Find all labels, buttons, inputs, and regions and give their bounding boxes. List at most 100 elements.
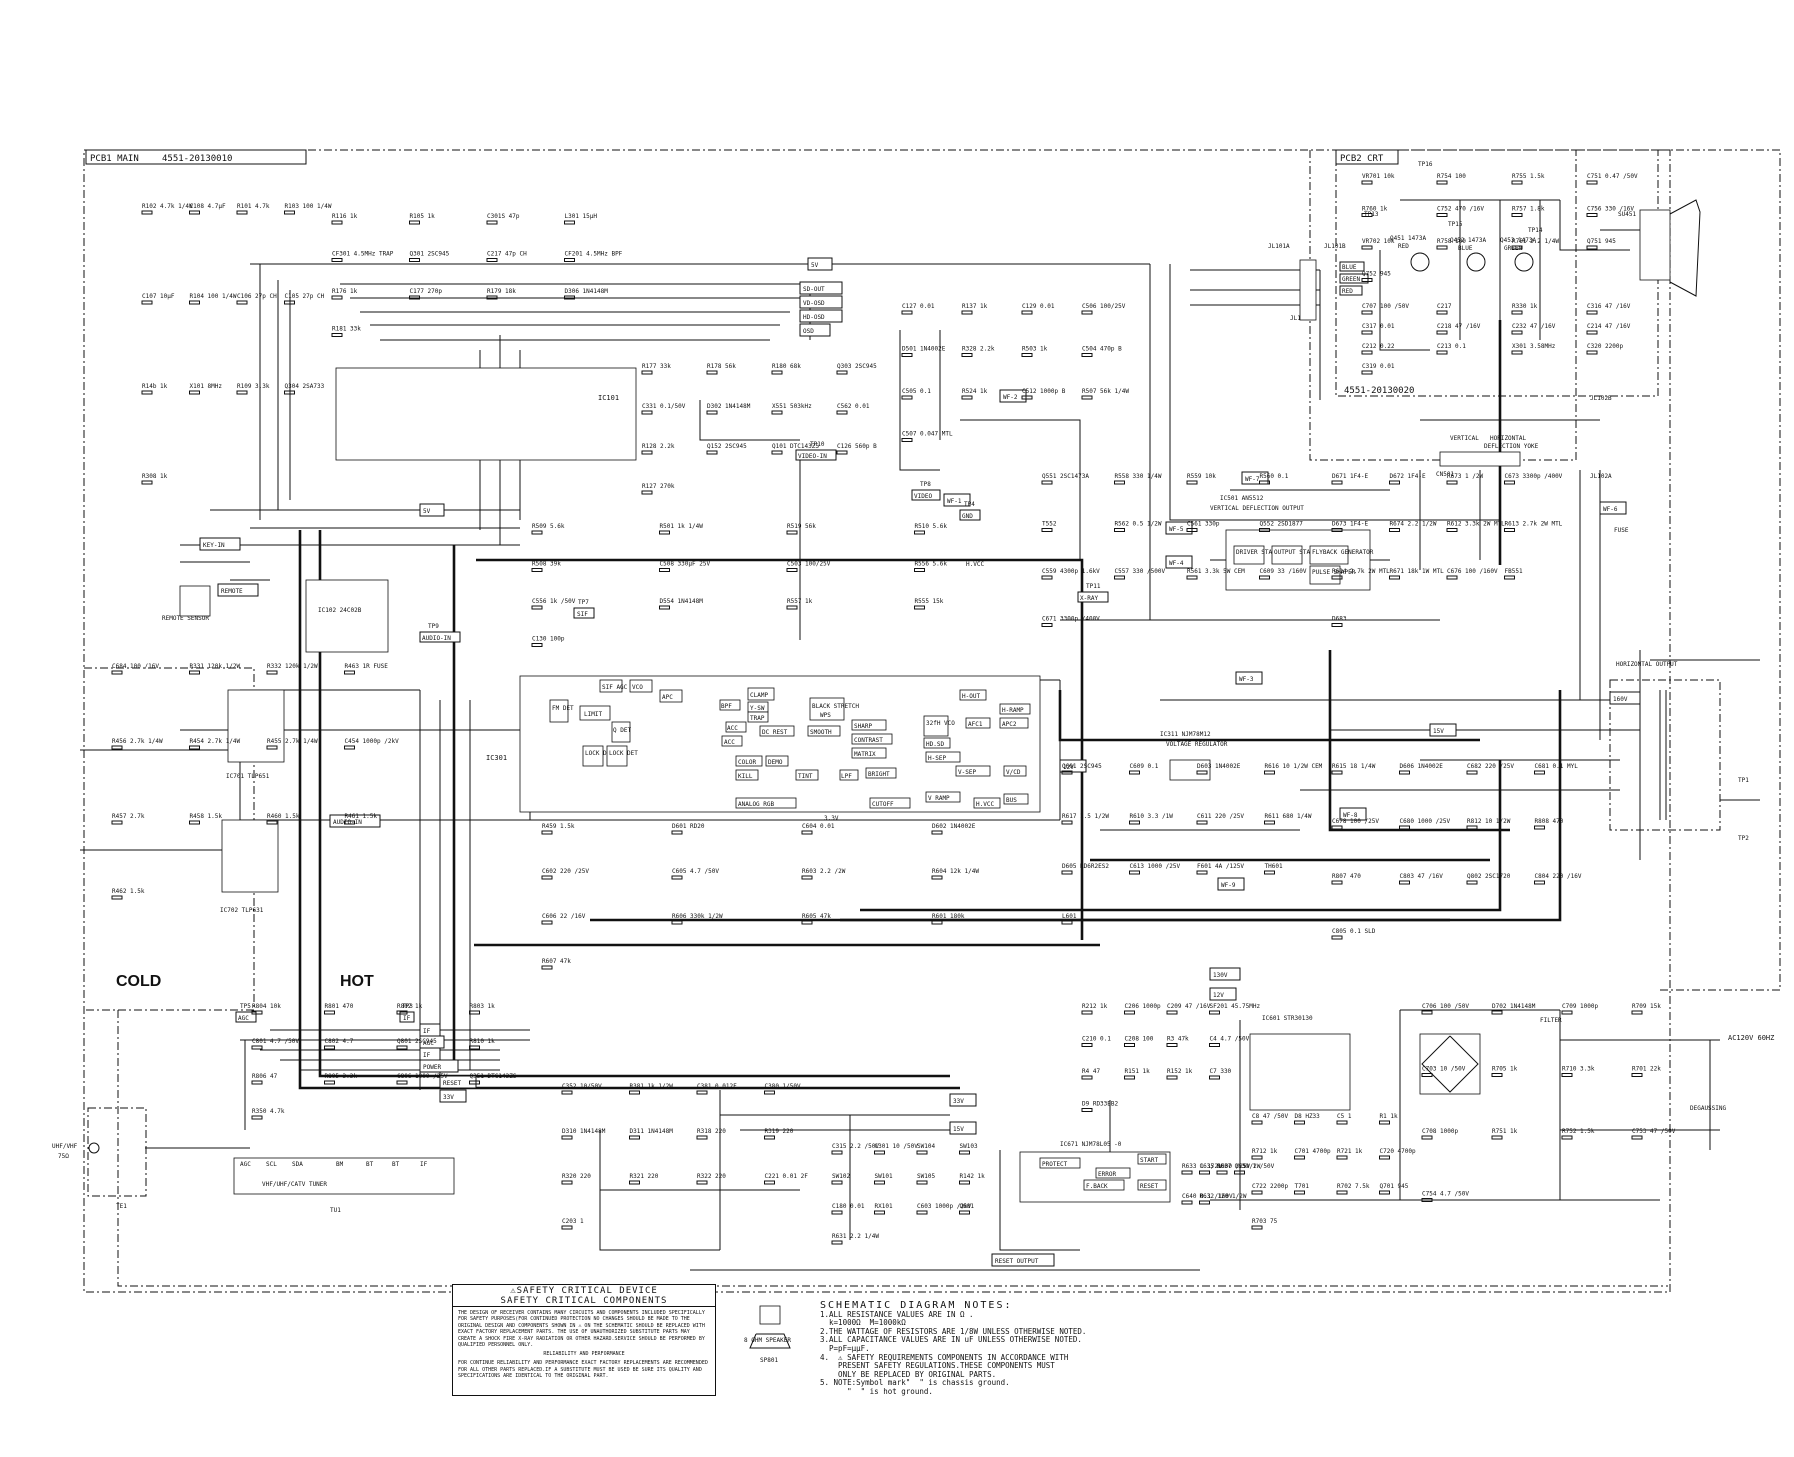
component-label: Q101 DTC143ZS — [772, 443, 819, 450]
component-label: Q303 2SC945 — [837, 363, 877, 370]
component-symbol — [1114, 575, 1125, 580]
component-label: T701 — [1295, 1183, 1310, 1190]
component-label: C639 1 /50V — [1235, 1163, 1275, 1170]
net-labels: 5V SD-OUT VD-OSD HD-OSD OSD 5V IF AGC IF… — [199, 257, 1641, 1267]
flyback-transformer: HORIZONTAL OUTPUT — [1609, 661, 1721, 831]
ic701: IC701 TLP651 — [226, 689, 285, 780]
component-symbol — [874, 1180, 885, 1185]
component-symbol — [1041, 480, 1053, 485]
component-symbol — [1379, 1190, 1390, 1195]
component-label: Q801 2SC945 — [397, 1038, 437, 1045]
component-label: R754 100 — [1437, 173, 1466, 180]
component-label: C751 0.47 /50V — [1587, 173, 1638, 180]
svg-text:75Ω: 75Ω — [58, 1153, 69, 1160]
component-symbol — [1259, 528, 1270, 532]
component-label: Q551 2SC1473A — [1042, 473, 1089, 480]
note-line: 1.ALL RESISTANCE VALUES ARE IN Ω . — [820, 1309, 974, 1319]
svg-text:UHF/VHF: UHF/VHF — [52, 1143, 78, 1150]
component-label: R603 2.2 /2W — [802, 868, 846, 875]
svg-text:JL102B: JL102B — [1590, 395, 1612, 402]
component-symbol — [659, 530, 670, 535]
component-label: C805 0.1 SLD — [1332, 928, 1376, 935]
component-symbol — [1251, 1155, 1263, 1160]
component-label: L601 — [1062, 913, 1077, 920]
component-symbol — [1331, 935, 1343, 940]
component-symbol — [1534, 880, 1545, 885]
component-label: R807 470 — [1332, 873, 1361, 880]
component-symbol — [706, 370, 718, 375]
component-symbol — [331, 220, 343, 225]
component-label: D602 1N4002E — [932, 823, 976, 830]
component-symbol — [1466, 880, 1478, 885]
component-symbol — [141, 480, 153, 485]
svg-text:32fH VCO: 32fH VCO — [926, 720, 955, 727]
component-label: R330 1k — [1512, 303, 1538, 310]
svg-text:IC702 TLP631: IC702 TLP631 — [220, 907, 264, 914]
component-label: Q301 2SC945 — [410, 251, 450, 258]
component-symbol — [1259, 480, 1270, 485]
component-symbol — [1586, 330, 1598, 335]
component-label: R328 2.2k — [962, 346, 995, 353]
component-label: R803 1k — [470, 1003, 496, 1010]
component-symbol — [111, 820, 123, 825]
component-symbol — [959, 1210, 970, 1215]
svg-text:V-SEP: V-SEP — [958, 769, 976, 776]
component-label: Q351 DTC143ZS — [470, 1073, 517, 1080]
component-label: R461 1.5k — [345, 813, 378, 820]
component-symbol — [961, 310, 973, 315]
component-symbol — [284, 210, 295, 215]
component-symbol — [1264, 870, 1275, 875]
component-label: C177 270p — [410, 288, 443, 295]
misc-labels: REMOTE SENSOR 8 OHM SPEAKER SP801 AC120V… — [162, 527, 1774, 1364]
component-label: X101 8MHz — [190, 383, 223, 390]
svg-text:MATRIX: MATRIX — [854, 751, 876, 758]
svg-text:OUTPUT STAGE: OUTPUT STAGE — [1274, 549, 1318, 556]
component-label: C320 2200p — [1587, 343, 1624, 350]
component-label: R179 18k — [487, 288, 516, 295]
component-symbol — [931, 920, 943, 925]
component-symbol — [331, 295, 343, 300]
component-label: R508 39k — [532, 561, 561, 568]
svg-text:CUTOFF: CUTOFF — [872, 801, 894, 808]
component-label: D683 — [1332, 616, 1347, 623]
component-label: R212 1k — [1082, 1003, 1108, 1010]
component-symbol — [1421, 1135, 1433, 1140]
component-symbol — [1361, 350, 1373, 355]
component-label: R318 220 — [697, 1128, 726, 1135]
component-symbol — [266, 745, 278, 750]
svg-text:Q452 1473A: Q452 1473A — [1450, 237, 1487, 244]
component-symbol — [1264, 820, 1275, 825]
component-symbol — [1196, 820, 1208, 825]
component-symbol — [1331, 825, 1343, 830]
svg-text:VOLTAGE REGULATOR: VOLTAGE REGULATOR — [1166, 741, 1228, 748]
svg-text:VD-OSD: VD-OSD — [803, 300, 825, 307]
svg-text:H-OUT: H-OUT — [962, 693, 980, 700]
component-symbol — [1166, 1043, 1178, 1047]
svg-text:LIMIT: LIMIT — [584, 711, 602, 718]
note-line: ONLY BE REPLACED BY ORIGINAL PARTS. — [820, 1369, 997, 1379]
component-symbol — [396, 1010, 408, 1015]
component-symbol — [764, 1180, 775, 1185]
component-symbol — [189, 745, 200, 750]
safety-title: ⚠SAFETY CRITICAL DEVICE — [510, 1286, 658, 1296]
component-label: R560 0.1 — [1260, 473, 1289, 480]
note-line: k=1000Ω M=1000kΩ — [820, 1318, 906, 1328]
component-label: R761 2.2 1/4W — [1512, 238, 1559, 245]
note-line: 3.ALL CAPACITANCE VALUES ARE IN uF UNLES… — [820, 1335, 1082, 1345]
reliability-heading: RELIABILITY AND PERFORMANCE — [543, 1351, 625, 1358]
component-label: C301S 47p — [487, 213, 520, 220]
component-label: D603 1N4002E — [1197, 763, 1241, 770]
component-symbol — [236, 210, 248, 215]
svg-text:RED: RED — [1342, 288, 1353, 295]
reliability-body: FOR CONTINUE RELIABILITY AND PERFORMANCE… — [458, 1360, 708, 1380]
component-label: C380 1/50V — [765, 1083, 802, 1090]
component-label: R614 2.7k 2W MTL — [1332, 568, 1390, 575]
svg-text:REMOTE SENSOR: REMOTE SENSOR — [162, 615, 209, 622]
component-symbol — [486, 258, 498, 262]
component-label: R331 120k 1/2W — [190, 663, 241, 670]
component-symbol — [189, 390, 200, 395]
svg-text:AGC: AGC — [240, 1161, 251, 1168]
component-label: C673 3300p /400V — [1505, 473, 1563, 480]
component-symbol — [916, 1180, 928, 1185]
